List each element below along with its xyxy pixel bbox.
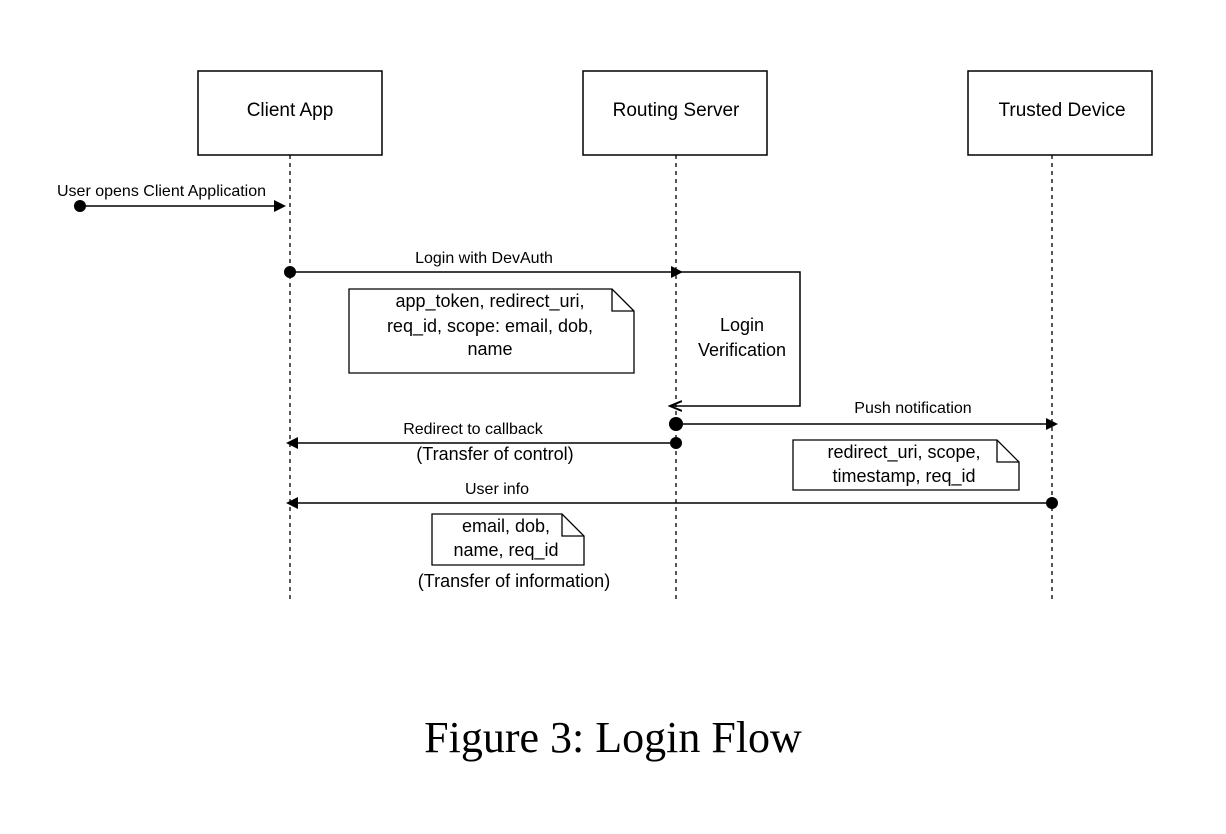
login-verification-line-2: Verification [698, 340, 786, 360]
note-push-params-line-1: redirect_uri, scope, [827, 442, 980, 463]
participant-routing-server: Routing Server [582, 70, 768, 156]
login-verification-line-1: Login [720, 315, 764, 335]
message-push-notification: Push notification [669, 400, 1058, 431]
participant-client-app: Client App [197, 70, 383, 156]
message-login-verification: Login Verification [670, 271, 801, 406]
participant-client-app-label: Client App [247, 100, 334, 121]
message-user-info-sublabel: (Transfer of information) [418, 571, 610, 591]
note-user-info-params-line-2: name, req_id [453, 540, 558, 561]
message-redirect-sublabel: (Transfer of control) [416, 444, 573, 464]
note-login-params-line-1: app_token, redirect_uri, [395, 291, 584, 312]
message-redirect: Redirect to callback (Transfer of contro… [286, 421, 682, 464]
message-user-info: User info [286, 481, 1058, 509]
message-redirect-label: Redirect to callback [403, 421, 544, 438]
note-login-params: app_token, redirect_uri, req_id, scope: … [348, 288, 635, 374]
message-user-info-label: User info [465, 481, 529, 498]
note-user-info-params-line-1: email, dob, [462, 516, 550, 536]
message-user-opens: User opens Client Application [57, 183, 286, 212]
participant-trusted-device: Trusted Device [967, 70, 1153, 156]
figure-caption: Figure 3: Login Flow [424, 713, 802, 762]
note-push-params: redirect_uri, scope, timestamp, req_id [792, 439, 1020, 491]
participant-routing-server-label: Routing Server [613, 100, 740, 121]
participant-trusted-device-label: Trusted Device [998, 100, 1125, 121]
message-login-label: Login with DevAuth [415, 250, 553, 267]
note-user-info-params: email, dob, name, req_id [431, 513, 585, 566]
note-login-params-line-3: name [467, 339, 512, 359]
message-user-opens-label: User opens Client Application [57, 183, 266, 200]
message-login: Login with DevAuth [284, 250, 683, 278]
note-login-params-line-2: req_id, scope: email, dob, [387, 316, 593, 337]
note-push-params-line-2: timestamp, req_id [832, 466, 975, 487]
message-push-label: Push notification [854, 400, 971, 417]
